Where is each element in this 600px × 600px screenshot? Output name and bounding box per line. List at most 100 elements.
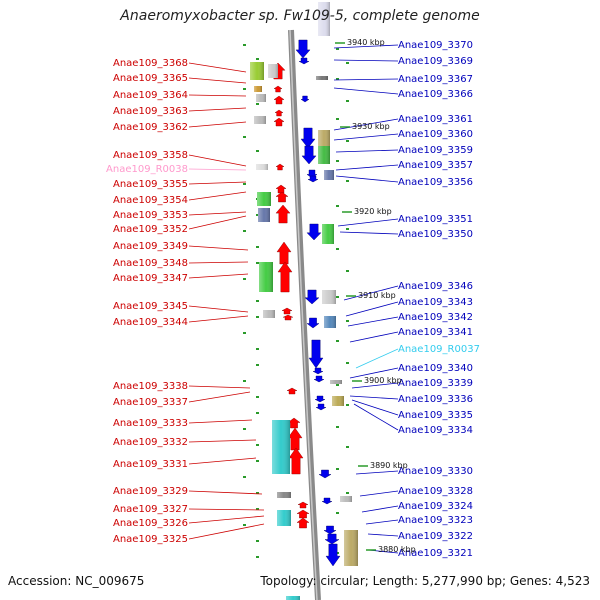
gene-label-right[interactable]: Anae109_3323 <box>398 515 473 526</box>
gene-label-left[interactable]: Anae109_3364 <box>113 90 188 101</box>
gene-label-left[interactable]: Anae109_3352 <box>113 224 188 235</box>
gene-label-right[interactable]: Anae109_3340 <box>398 363 473 374</box>
gene-label-right[interactable]: Anae109_3336 <box>398 394 473 405</box>
minus-strand-gene-arrow <box>312 367 324 375</box>
gene-label-left[interactable]: Anae109_3365 <box>113 73 188 84</box>
gene-label-left[interactable]: Anae109_3338 <box>113 381 188 392</box>
gene-label-left[interactable]: Anae109_3348 <box>113 258 188 269</box>
leader-line <box>188 439 257 443</box>
gene-label-left[interactable]: Anae109_3368 <box>113 58 188 69</box>
tick-mark <box>243 183 246 185</box>
tick-mark <box>336 512 339 514</box>
gene-label-right[interactable]: Anae109_3357 <box>398 160 473 171</box>
tick-mark <box>243 428 246 430</box>
domain-box-shade <box>272 420 290 448</box>
plus-strand-gene-arrow <box>275 191 289 203</box>
minus-strand-gene-arrow <box>298 57 310 65</box>
gene-label-left[interactable]: Anae109_3325 <box>113 534 188 545</box>
gene-label-right[interactable]: Anae109_3322 <box>398 531 473 542</box>
plus-strand-gene-arrow <box>288 447 304 475</box>
leader-line <box>188 77 247 84</box>
plus-strand-gene-arrow <box>273 85 283 93</box>
gene-label-right[interactable]: Anae109_3350 <box>398 229 473 240</box>
domain-box-shade <box>277 492 291 498</box>
gene-label-right[interactable]: Anae109_3342 <box>398 312 473 323</box>
leader-line <box>188 245 249 251</box>
leader-line <box>333 87 399 95</box>
leader-line <box>337 218 399 227</box>
gene-label-right[interactable]: Anae109_3361 <box>398 114 473 125</box>
plus-strand-gene-arrow <box>273 95 285 105</box>
domain-box-shade <box>257 192 271 206</box>
gene-label-left[interactable]: Anae109_3332 <box>113 437 188 448</box>
gene-label-left[interactable]: Anae109_3347 <box>113 273 188 284</box>
gene-label-right[interactable]: Anae109_3324 <box>398 501 473 512</box>
leader-line <box>333 59 399 62</box>
leader-line <box>188 121 247 128</box>
gene-label-right[interactable]: Anae109_3330 <box>398 466 473 477</box>
gene-label-right[interactable]: Anae109_3366 <box>398 89 473 100</box>
tick-mark <box>336 296 339 298</box>
tick-mark <box>256 58 259 60</box>
gene-label-right[interactable]: Anae109_3346 <box>398 281 473 292</box>
tick-mark <box>243 44 246 46</box>
gene-label-left[interactable]: Anae109_3331 <box>113 459 188 470</box>
gene-label-left[interactable]: Anae109_3355 <box>113 179 188 190</box>
scale-label: 3920 kbp <box>354 207 392 216</box>
gene-label-left[interactable]: Anae109_R0038 <box>106 164 188 175</box>
tick-mark <box>243 88 246 90</box>
domain-box-shade <box>322 224 334 244</box>
gene-label-left[interactable]: Anae109_3344 <box>113 317 188 328</box>
gene-label-right[interactable]: Anae109_3370 <box>398 40 473 51</box>
gene-label-right[interactable]: Anae109_3335 <box>398 410 473 421</box>
gene-label-right[interactable]: Anae109_3328 <box>398 486 473 497</box>
gene-label-right[interactable]: Anae109_3339 <box>398 378 473 389</box>
gene-label-right[interactable]: Anae109_R0037 <box>398 344 480 355</box>
leader-line <box>335 149 399 153</box>
scale-label: 3900 kbp <box>364 376 402 385</box>
gene-label-left[interactable]: Anae109_3358 <box>113 150 188 161</box>
leader-line <box>333 133 399 141</box>
leader-line <box>188 419 253 424</box>
gene-label-left[interactable]: Anae109_3349 <box>113 241 188 252</box>
gene-label-left[interactable]: Anae109_3363 <box>113 106 188 117</box>
gene-label-left[interactable]: Anae109_3327 <box>113 504 188 515</box>
tick-mark <box>336 118 339 120</box>
gene-label-left[interactable]: Anae109_3353 <box>113 210 188 221</box>
gene-label-left[interactable]: Anae109_3326 <box>113 518 188 529</box>
domain-box-shade <box>286 596 300 600</box>
gene-label-left[interactable]: Anae109_3333 <box>113 418 188 429</box>
leader-line <box>188 515 265 524</box>
domain-box-shade <box>272 448 290 474</box>
gene-label-left[interactable]: Anae109_3362 <box>113 122 188 133</box>
gene-label-right[interactable]: Anae109_3343 <box>398 297 473 308</box>
minus-strand-gene-arrow <box>315 403 327 411</box>
left-gene-labels: Anae109_3368Anae109_3365Anae109_3364Anae… <box>106 58 188 545</box>
gene-label-right[interactable]: Anae109_3367 <box>398 74 473 85</box>
gene-label-left[interactable]: Anae109_3337 <box>113 397 188 408</box>
gene-label-right[interactable]: Anae109_3341 <box>398 327 473 338</box>
gene-label-left[interactable]: Anae109_3354 <box>113 195 188 206</box>
gene-label-right[interactable]: Anae109_3321 <box>398 548 473 559</box>
gene-label-right[interactable]: Anae109_3351 <box>398 214 473 225</box>
gene-label-right[interactable]: Anae109_3369 <box>398 56 473 67</box>
gene-label-right[interactable]: Anae109_3360 <box>398 129 473 140</box>
plus-strand-gene-arrow <box>281 307 293 315</box>
leader-line <box>361 505 399 513</box>
minus-strand-gene-arrow <box>306 317 320 329</box>
gene-label-right[interactable]: Anae109_3359 <box>398 145 473 156</box>
scale-label: 3930 kbp <box>352 122 390 131</box>
tick-mark <box>346 180 349 182</box>
leader-line <box>188 107 247 112</box>
accession-text: Accession: NC_009675 <box>8 574 145 588</box>
gene-label-right[interactable]: Anae109_3334 <box>398 425 473 436</box>
plus-strand-gene-arrow <box>296 509 310 519</box>
gene-label-left[interactable]: Anae109_3345 <box>113 301 188 312</box>
domain-box-shade <box>256 164 268 170</box>
tick-mark <box>243 136 246 138</box>
gene-label-right[interactable]: Anae109_3356 <box>398 177 473 188</box>
gene-label-left[interactable]: Anae109_3329 <box>113 486 188 497</box>
tick-mark <box>336 552 339 554</box>
leader-line <box>335 175 399 183</box>
domain-box-shade <box>256 94 266 102</box>
